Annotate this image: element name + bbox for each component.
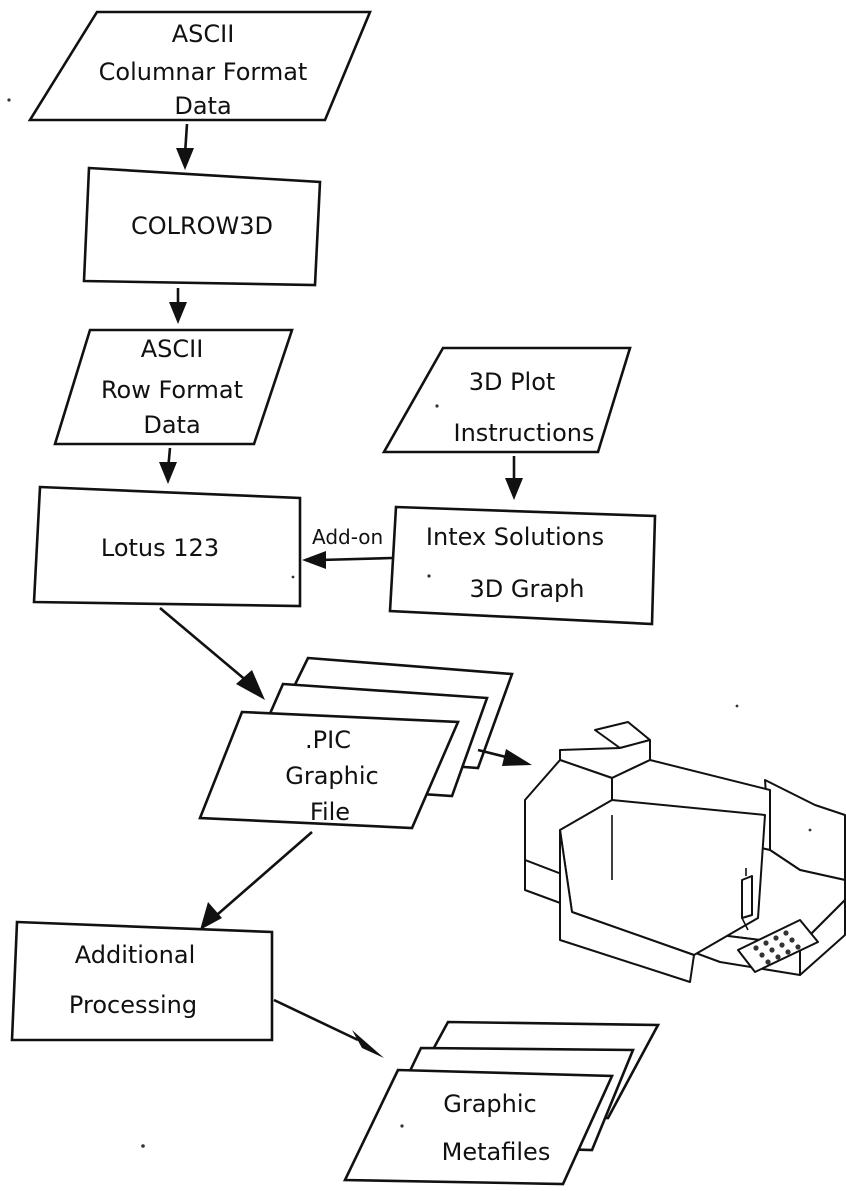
node-ascii-row-data-line-2: Row Format xyxy=(101,376,243,404)
arrow-processing-to-metafiles xyxy=(274,1000,384,1058)
node-graphic-metafiles: Graphic Metafiles xyxy=(345,1022,658,1184)
arrow-instructions-to-intex xyxy=(505,456,523,500)
node-pic-graphic-file-line-2: Graphic xyxy=(285,762,378,790)
arrow-intex-to-lotus: Add-on xyxy=(302,525,392,569)
node-ascii-columnar-data-line-1: ASCII xyxy=(172,20,235,48)
arrow-pic-to-printer xyxy=(478,749,532,766)
arrow-row-data-to-lotus xyxy=(159,448,177,484)
node-ascii-columnar-data-line-3: Data xyxy=(174,92,231,120)
arrow-columnar-to-colrow3d xyxy=(176,124,194,170)
node-lotus-123-label: Lotus 123 xyxy=(101,534,219,562)
plotter-printer-icon xyxy=(525,722,845,982)
node-intex-3d-graph-line-1: Intex Solutions xyxy=(426,523,604,551)
node-ascii-row-data-line-1: ASCII xyxy=(141,335,204,363)
node-3d-plot-instructions-line-2: Instructions xyxy=(454,419,595,447)
node-additional-processing: Additional Processing xyxy=(12,922,272,1040)
node-colrow3d-label: COLROW3D xyxy=(131,212,273,240)
node-lotus-123: Lotus 123 xyxy=(34,487,300,606)
arrow-colrow3d-to-row-data xyxy=(169,288,187,324)
node-pic-graphic-file-line-1: .PIC xyxy=(305,726,351,754)
node-3d-plot-instructions-line-1: 3D Plot xyxy=(469,368,556,396)
node-3d-plot-instructions: 3D Plot Instructions xyxy=(384,348,630,452)
node-intex-3d-graph-line-2: 3D Graph xyxy=(470,575,585,603)
node-ascii-columnar-data-line-2: Columnar Format xyxy=(99,58,308,86)
node-pic-graphic-file-line-3: File xyxy=(310,798,350,826)
node-ascii-columnar-data: ASCII Columnar Format Data xyxy=(30,12,370,120)
node-graphic-metafiles-line-1: Graphic xyxy=(443,1090,536,1118)
arrow-lotus-to-pic xyxy=(160,608,265,700)
node-intex-3d-graph: Intex Solutions 3D Graph xyxy=(390,507,655,624)
node-additional-processing-line-2: Processing xyxy=(69,991,197,1019)
node-colrow3d: COLROW3D xyxy=(84,168,320,285)
add-on-label: Add-on xyxy=(312,525,383,549)
node-additional-processing-line-1: Additional xyxy=(75,941,195,969)
node-ascii-row-data: ASCII Row Format Data xyxy=(55,330,292,444)
node-graphic-metafiles-line-2: Metafiles xyxy=(442,1138,551,1166)
node-ascii-row-data-line-3: Data xyxy=(143,411,200,439)
arrow-pic-to-additional-processing xyxy=(200,832,312,930)
